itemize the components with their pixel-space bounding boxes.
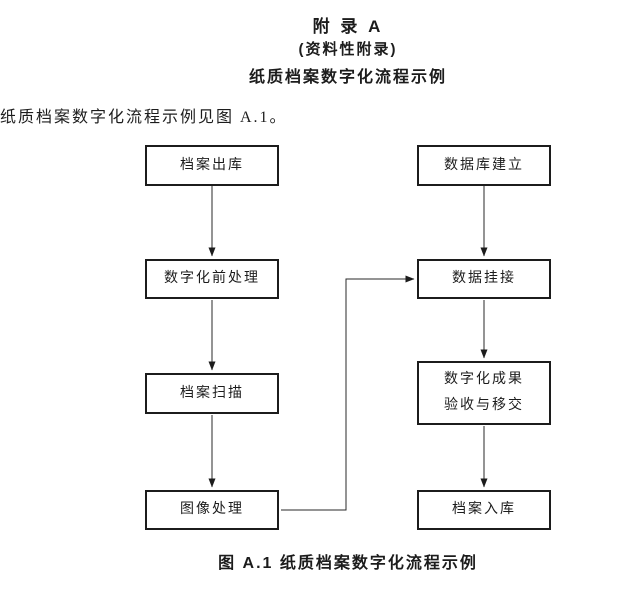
flow-node-database-setup: 数据库建立 bbox=[417, 145, 551, 186]
flow-node-pre-digitization: 数字化前处理 bbox=[145, 259, 279, 299]
flow-node-archive-checkout: 档案出库 bbox=[145, 145, 279, 186]
appendix-label: 附 录 A bbox=[312, 17, 384, 36]
figure-caption: 图 A.1 纸质档案数字化流程示例 bbox=[218, 555, 478, 572]
flow-node-archive-storage: 档案入库 bbox=[417, 490, 551, 530]
appendix-title: 纸质档案数字化流程示例 bbox=[248, 69, 447, 86]
flow-node-archive-scanning: 档案扫描 bbox=[145, 373, 279, 414]
flow-node-data-linking: 数据挂接 bbox=[417, 259, 551, 299]
appendix-type: (资料性附录) bbox=[298, 41, 398, 58]
flow-node-acceptance-transfer: 数字化成果 验收与移交 bbox=[417, 361, 551, 425]
intro-text: 纸质档案数字化流程示例见图 A.1。 bbox=[0, 109, 288, 126]
flow-node-image-processing: 图像处理 bbox=[145, 490, 279, 530]
